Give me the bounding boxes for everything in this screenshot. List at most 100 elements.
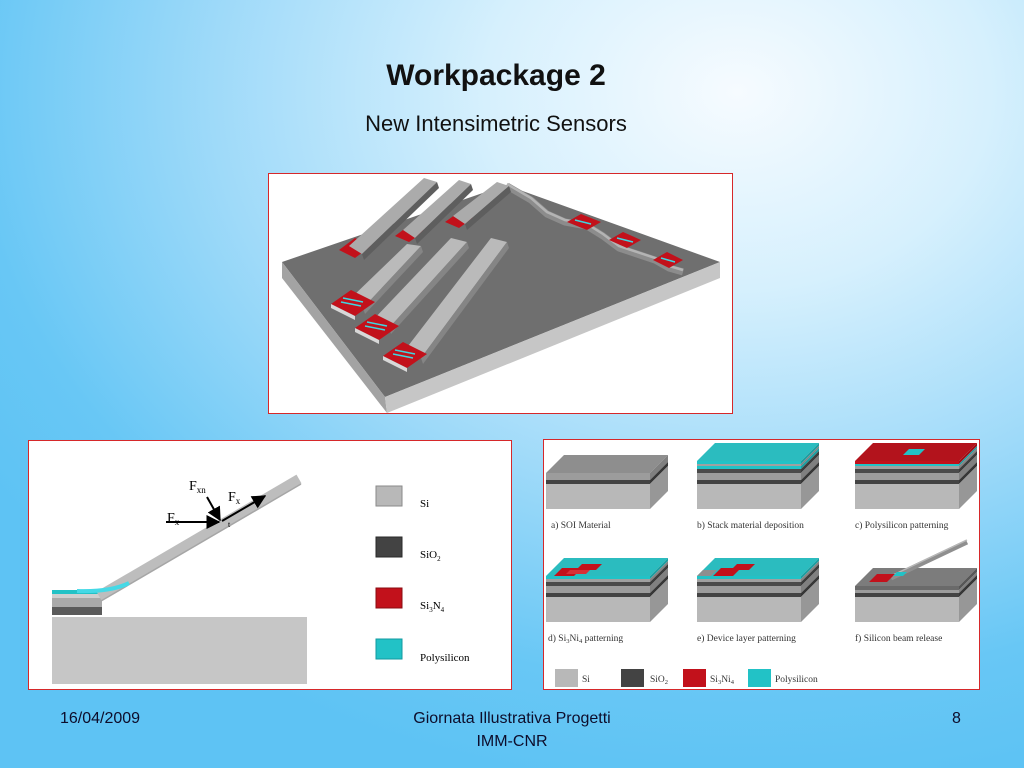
layer-sio2 [52,607,102,615]
block-side-layer [801,466,819,509]
block-top-face [855,568,977,586]
legend-swatch-si3ni4 [683,669,706,687]
polysilicon-trace [392,353,414,359]
block-front-layer [697,579,801,582]
legend-swatch-sio2 [621,669,644,687]
block-front-layer [697,469,801,473]
block-side-layer [650,568,668,593]
block-front-layer [697,461,801,464]
block-side-layer [650,561,668,582]
block-front-layer [697,484,801,509]
caption-text: patterning [582,634,623,644]
legend-swatch-si [375,485,403,507]
block-front-layer [855,466,959,469]
block-front-layer [546,480,650,484]
block-side-layer [959,455,977,480]
force-label-horizontal: Fx [167,511,180,527]
legend-subscript: 3 [718,679,721,686]
block-front-layer [855,469,959,473]
block-side-layer [801,451,819,473]
block-front-layer [697,466,801,469]
block-side-layer [959,572,977,593]
block-side-layer [801,448,819,469]
block-front-layer [546,597,650,622]
block-top-face [697,443,819,461]
force-symbol: F [167,511,175,526]
raised-beam-top [453,182,509,224]
block-front-layer [855,590,959,593]
block-front-layer [546,484,650,509]
block-side-layer [650,558,668,579]
force-arrow-axial [221,495,267,522]
legend-text: Si [710,675,718,685]
force-symbol: F [228,490,236,505]
force-arrow-normal [206,496,221,522]
legend-text: Si [420,600,429,612]
block-side-layer [959,451,977,473]
block-side-layer [959,579,977,622]
lying-beam-top [405,238,507,358]
caption-subscript: 4 [579,638,583,645]
force-label-normal: Fxn [189,479,206,495]
lying-beam-top [373,238,467,328]
block-front-layer [855,597,959,622]
block-front-layer [546,582,650,586]
contact-point-mark: t [228,520,231,529]
polysilicon-feature [903,449,925,455]
step-a-drawing [546,455,668,509]
raised-beam-side [465,186,511,230]
legend-text: Si [420,498,429,510]
block-side-layer [959,448,977,469]
layer-si-top [52,594,102,598]
lying-beam-side [421,242,509,364]
polysilicon-feature [893,572,907,576]
block-side-layer [959,443,977,464]
polysilicon-bend [76,581,130,594]
block-side-layer [650,575,668,597]
si3n4-pattern [576,564,602,570]
step-caption: c) Polysilicon patterning [855,520,949,531]
step-caption: f) Silicon beam release [855,633,942,644]
block-side-layer [801,558,819,579]
block-front-layer [697,464,801,466]
block-side-layer [959,462,977,484]
step-caption: d) Si3Ni4 patterning [548,633,623,645]
footer-date: 16/04/2009 [60,710,141,727]
force-subscript: x [175,517,180,527]
cantilever-beam-edge [100,483,302,602]
legend-label-polysilicon: Polysilicon [420,652,470,664]
released-beam-highlight [890,539,968,577]
legend-swatch-polysilicon [375,638,403,660]
substrate-block [52,617,307,684]
pad-base [355,328,379,344]
block-side-layer [959,466,977,509]
substrate-left-face [282,262,387,413]
pad-base [383,356,407,372]
legend-swatch-si [555,669,578,687]
legend-swatch-sio2 [375,536,403,558]
footer-event: Giornata Illustrativa Progetti IMM-CNR [362,707,662,753]
legend-swatch-polysilicon [748,669,771,687]
caption-subscript: 3 [566,638,569,645]
block-front-layer [855,484,959,509]
legend-subscript: 2 [665,679,668,686]
block-top-face [697,558,819,576]
layer-si-device [52,598,102,607]
lying-beam-side [363,246,423,314]
block-front-layer [697,480,801,484]
legend-label-si: Si [582,675,590,685]
polysilicon-trace [364,325,386,331]
polysilicon-trace [342,297,364,303]
legend-subscript: 3 [429,606,433,614]
slide-title: Workpackage 2 [386,59,606,92]
process-svg: a) SOI Material b) Stack material deposi… [546,443,977,687]
legend-label-polysilicon: Polysilicon [775,675,818,685]
block-side-layer [801,579,819,622]
block-front-layer [697,586,801,593]
block-front-layer [546,576,650,579]
beam-force-svg: Fxn Fx Fx t Si SiO2 Si3N4 Polysilicon [52,474,470,684]
legend-subscript: 2 [437,555,441,563]
legend-text: SiO [650,675,665,685]
block-side-layer [801,443,819,464]
block-side-layer [650,462,668,484]
